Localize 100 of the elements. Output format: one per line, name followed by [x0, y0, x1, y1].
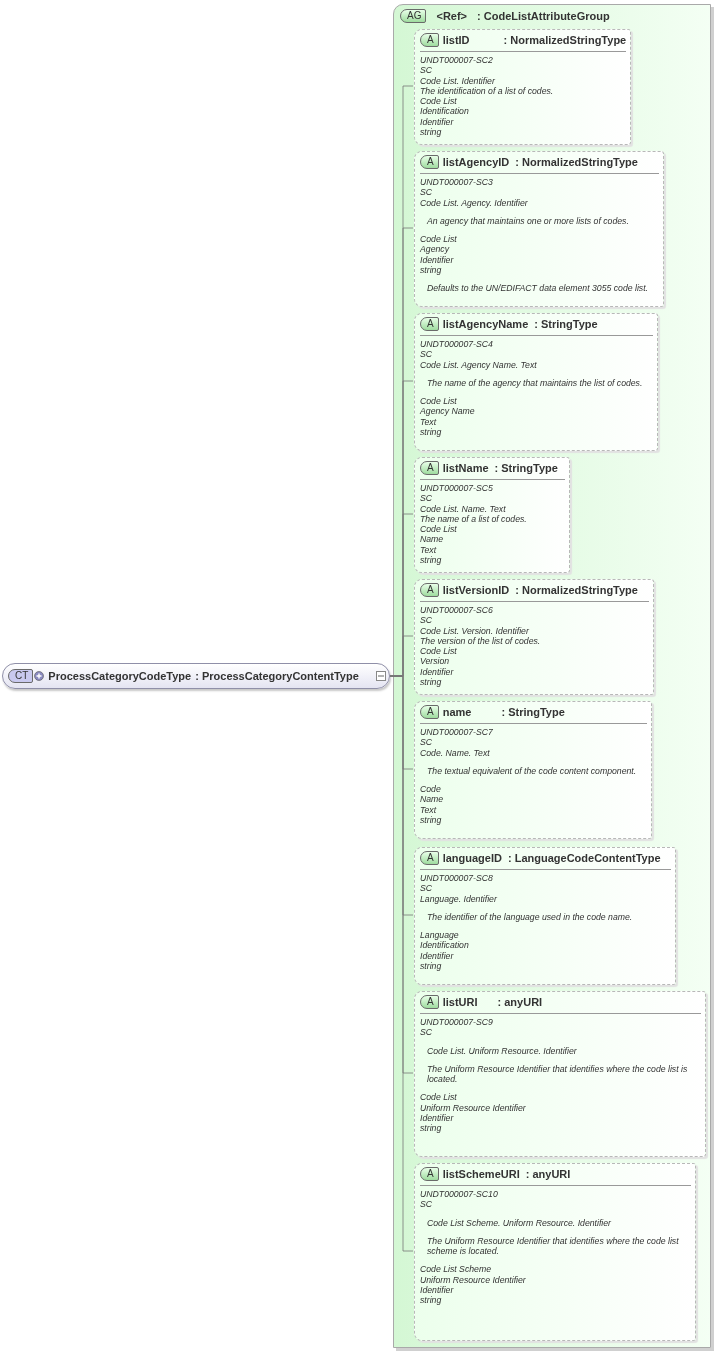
annotation-text: Code List Scheme	[420, 1264, 492, 1275]
attribute-name: listSchemeURI	[442, 1168, 520, 1180]
annotation-text: SC	[420, 737, 434, 748]
attribute-badge: A	[420, 583, 439, 597]
type-name: : LanguageCodeContentType	[507, 852, 661, 864]
attribute-badge: A	[420, 461, 439, 475]
annotation-text: Identification	[420, 940, 470, 951]
attribute-name: listURI	[442, 996, 478, 1008]
annotation-text: string	[420, 1295, 443, 1306]
annotation-text: The identification of a list of codes.	[420, 85, 555, 97]
annotation-text: string	[420, 265, 443, 276]
attribute-box	[414, 701, 652, 839]
attribute-badge: A	[420, 155, 439, 169]
attribute-group-box	[393, 4, 711, 1348]
annotation-text: UNDT000007-SC4	[420, 339, 494, 350]
annotation-text: Uniform Resource Identifier	[420, 1274, 527, 1286]
attribute-name: listID	[442, 34, 470, 46]
attribute-box	[414, 29, 631, 145]
annotation-text: string	[420, 815, 443, 826]
annotation-text: Language	[420, 930, 460, 941]
annotation-text: SC	[420, 1199, 434, 1210]
annotation-text: Identifier	[420, 1285, 455, 1296]
attribute-box	[414, 991, 706, 1157]
annotation-text: Text	[420, 416, 438, 428]
annotation-text: The identifier of the language used in the code name.	[426, 911, 634, 923]
annotation-text: Code List	[420, 396, 458, 407]
annotation-text: string	[420, 677, 443, 688]
attribute-name: listAgencyName	[442, 318, 529, 330]
annotation-text: Defaults to the UN/EDIFACT data element 3055 code list.	[426, 283, 649, 294]
annotation-text: Name	[420, 794, 445, 805]
annotation-text: Code List. Agency Name. Text	[420, 359, 538, 370]
annotation-text: Code List	[420, 96, 458, 107]
annotation-text: Identification	[420, 106, 470, 117]
attribute-name: listAgencyID	[442, 156, 510, 168]
attribute-badge: A	[420, 705, 439, 719]
type-name: : anyURI	[525, 1168, 571, 1180]
annotation-text: Code List	[420, 234, 458, 245]
type-name: ProcessCategoryCodeType	[48, 670, 192, 682]
annotation-text: Identifier	[420, 666, 455, 678]
annotation-text: Code List	[420, 524, 458, 535]
attribute-box	[414, 151, 664, 307]
annotation-text: SC	[420, 615, 434, 626]
type-name: : StringType	[501, 706, 565, 718]
annotation-text: Code List Scheme. Uniform Resource. Identifier	[426, 1217, 612, 1228]
annotation-text: Agency Name	[420, 406, 476, 417]
type-name: : StringType	[534, 318, 598, 330]
annotation-text: UNDT000007-SC3	[420, 177, 494, 188]
annotation-text: SC	[420, 883, 434, 894]
annotation-text: SC	[420, 349, 434, 360]
type-name: : NormalizedStringType	[503, 34, 627, 46]
annotation-text: Text	[420, 804, 438, 816]
annotation-text: An agency that maintains one or more lists of codes.	[426, 215, 630, 227]
annotation-text: The name of a list of codes.	[420, 513, 528, 525]
type-name: : NormalizedStringType	[515, 156, 638, 168]
annotation-text: Name	[420, 534, 445, 545]
annotation-text: UNDT000007-SC7	[420, 727, 494, 738]
annotation-text: SC	[420, 1027, 434, 1038]
annotation-text: UNDT000007-SC10	[420, 1189, 499, 1200]
annotation-text: string	[420, 961, 443, 972]
annotation-text: Text	[420, 544, 438, 556]
type-name: : StringType	[494, 462, 558, 474]
group-ref: <Ref>	[436, 10, 468, 22]
annotation-text: UNDT000007-SC2	[420, 55, 494, 66]
attribute-box	[414, 579, 654, 695]
complex-type-box	[2, 663, 390, 689]
annotation-text: The Uniform Resource Identifier that identifies where the code list is located.	[426, 1063, 689, 1085]
annotation-text: UNDT000007-SC5	[420, 483, 494, 494]
type-name: : NormalizedStringType	[515, 584, 638, 596]
annotation-text: The textual equivalent of the code content component.	[426, 765, 638, 777]
annotation-text: Agency	[420, 244, 451, 255]
attribute-name: listVersionID	[442, 584, 510, 596]
annotation-text: Identifier	[420, 116, 455, 128]
annotation-text: string	[420, 1123, 443, 1134]
attribute-box	[414, 313, 658, 451]
attribute-badge: A	[420, 851, 439, 865]
attribute-badge: A	[420, 995, 439, 1009]
annotation-text: Code List. Identifier	[420, 75, 496, 86]
annotation-text: string	[420, 127, 443, 138]
complex-type-badge: CT	[8, 669, 34, 683]
annotation-text: UNDT000007-SC9	[420, 1017, 494, 1028]
attribute-box	[414, 457, 570, 573]
annotation-text: SC	[420, 65, 434, 76]
attribute-box	[414, 847, 676, 985]
type-name: : ProcessCategoryContentType	[195, 670, 359, 682]
annotation-text: SC	[420, 187, 434, 198]
annotation-text: The version of the list of codes.	[420, 635, 542, 647]
annotation-text: Identifier	[420, 1113, 455, 1124]
annotation-text: Uniform Resource Identifier	[420, 1102, 527, 1114]
annotation-text: Code	[420, 784, 442, 795]
group-name: : CodeListAttributeGroup	[477, 10, 610, 22]
attribute-group-badge: AG	[400, 9, 427, 23]
annotation-text: Code List. Uniform Resource. Identifier	[426, 1045, 578, 1056]
type-name: : anyURI	[497, 996, 543, 1008]
attribute-name: listName	[442, 462, 489, 474]
annotation-text: string	[420, 555, 443, 566]
attribute-badge: A	[420, 33, 439, 47]
annotation-text: The name of the agency that maintains the list of codes.	[426, 377, 644, 389]
annotation-text: Code List	[420, 1092, 458, 1103]
annotation-text: The Uniform Resource Identifier that identifies where the code list scheme is located.	[426, 1235, 680, 1257]
attribute-name: name	[442, 706, 472, 718]
